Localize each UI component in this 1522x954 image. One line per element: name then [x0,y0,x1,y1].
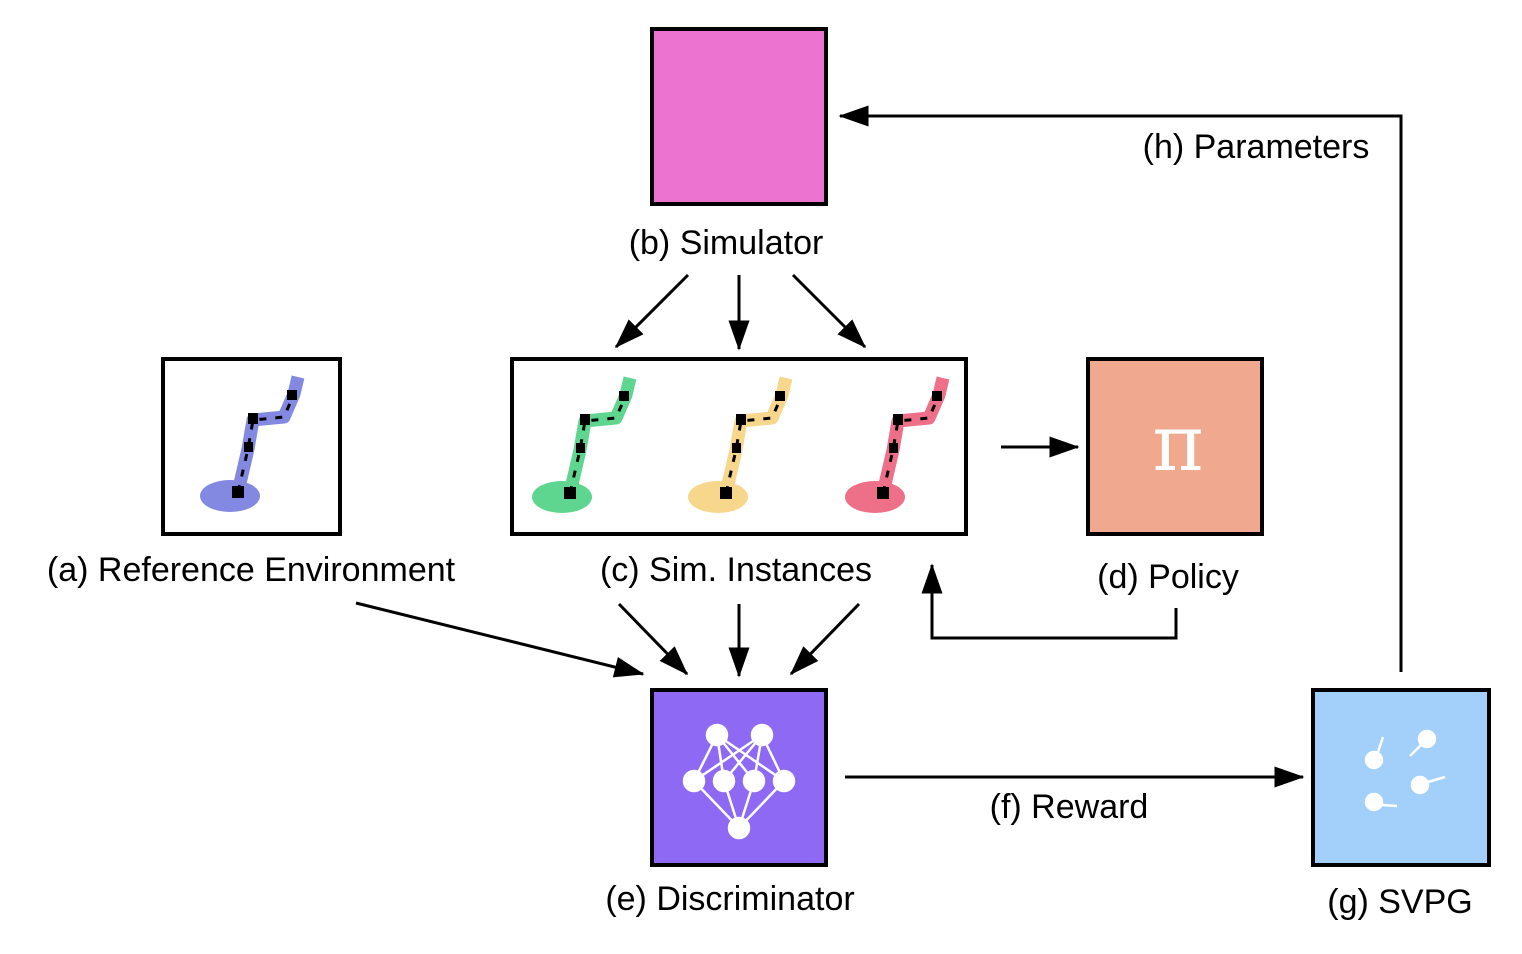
arrow-policy-to-instances [921,563,1178,640]
label-simulator: (b) Simulator [628,224,824,262]
arrow-simulator-to-instance-right [791,273,867,349]
label-policy: (d) Policy [1097,558,1239,596]
label-sim-instances: (c) Sim. Instances [599,551,873,589]
arrow-instance-left-to-discriminator [617,602,689,676]
particles-icon [1364,729,1446,812]
label-svpg: (g) SVPG [1327,883,1473,921]
simulator-box [650,27,828,206]
label-parameters: (h) Parameters [1142,128,1370,166]
arrow-simulator-to-instance-left [614,273,690,349]
svpg-box [1311,688,1491,867]
policy-pi-symbol: π [1152,399,1203,489]
neural-network-icon [682,723,796,840]
label-reference-environment: (a) Reference Environment [46,551,456,589]
arrows [355,105,1403,788]
sim-instance-green-arm-icon [532,378,630,513]
arrow-instance-right-to-discriminator [789,602,861,676]
reference-robot-arm-icon [200,377,298,512]
sim-instance-red-arm-icon [845,378,943,513]
arrow-reference-to-discriminator [355,601,645,678]
arrow-parameters [838,105,1403,672]
policy-box [1086,357,1264,536]
sim-instance-yellow-arm-icon [688,378,786,513]
label-reward: (f) Reward [989,788,1149,826]
label-discriminator: (e) Discriminator [605,880,855,918]
